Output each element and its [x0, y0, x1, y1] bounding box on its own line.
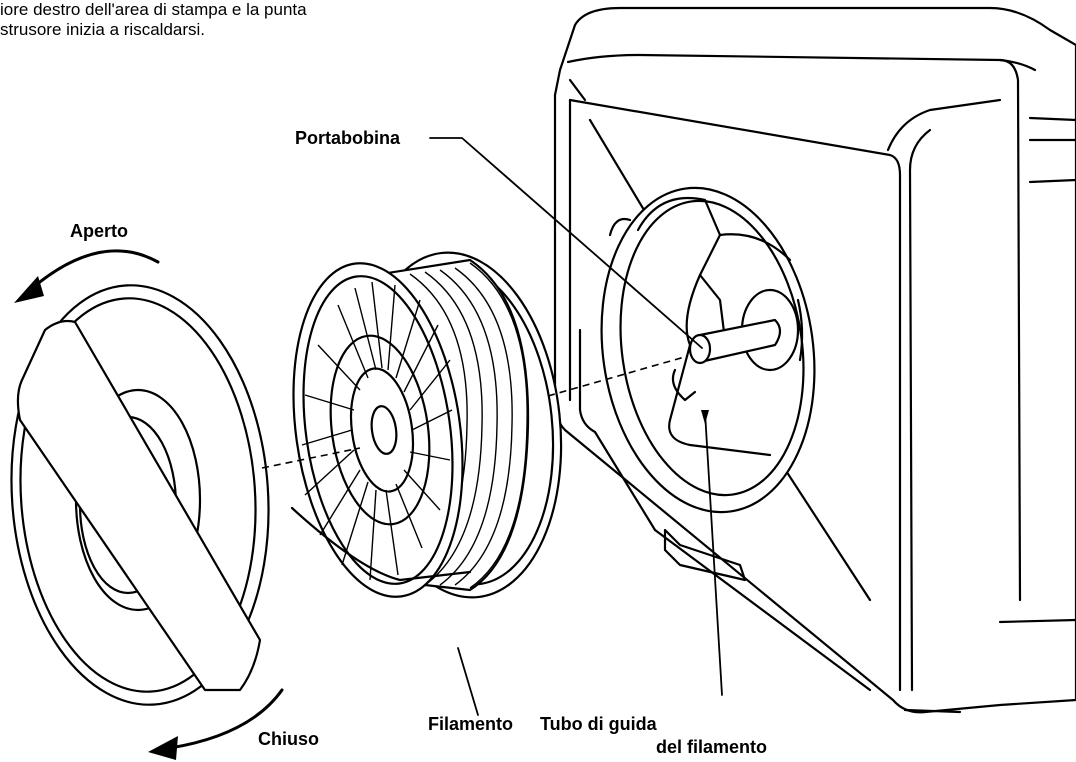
close-arrow [148, 688, 284, 760]
instruction-line-2: strusore inizia a riscaldarsi. [0, 20, 206, 39]
spool-holder-recess [600, 186, 816, 514]
spool-cap [10, 284, 270, 706]
spool-spokes [301, 281, 453, 581]
instruction-text: iore destro dell'area di stampa e la pun… [0, 0, 307, 40]
open-label: Aperto [70, 221, 128, 241]
alignment-line-cap [261, 447, 361, 469]
filament-leader [457, 647, 479, 716]
filament-label: Filamento [428, 714, 514, 734]
filament-spool [290, 251, 563, 599]
spool-holder-leader [429, 137, 703, 349]
closed-label: Chiuso [258, 729, 319, 749]
guide-tube-label-line2: del filamento [656, 737, 768, 757]
guide-tube-label-line1: Tubo di guida [540, 714, 657, 734]
open-arrow [14, 249, 160, 303]
spool-holder-label: Portabobina [295, 128, 401, 148]
guide-tube-leader [704, 411, 723, 696]
alignment-line-holder [547, 355, 689, 397]
instruction-line-1: iore destro dell'area di stampa e la pun… [0, 0, 307, 19]
